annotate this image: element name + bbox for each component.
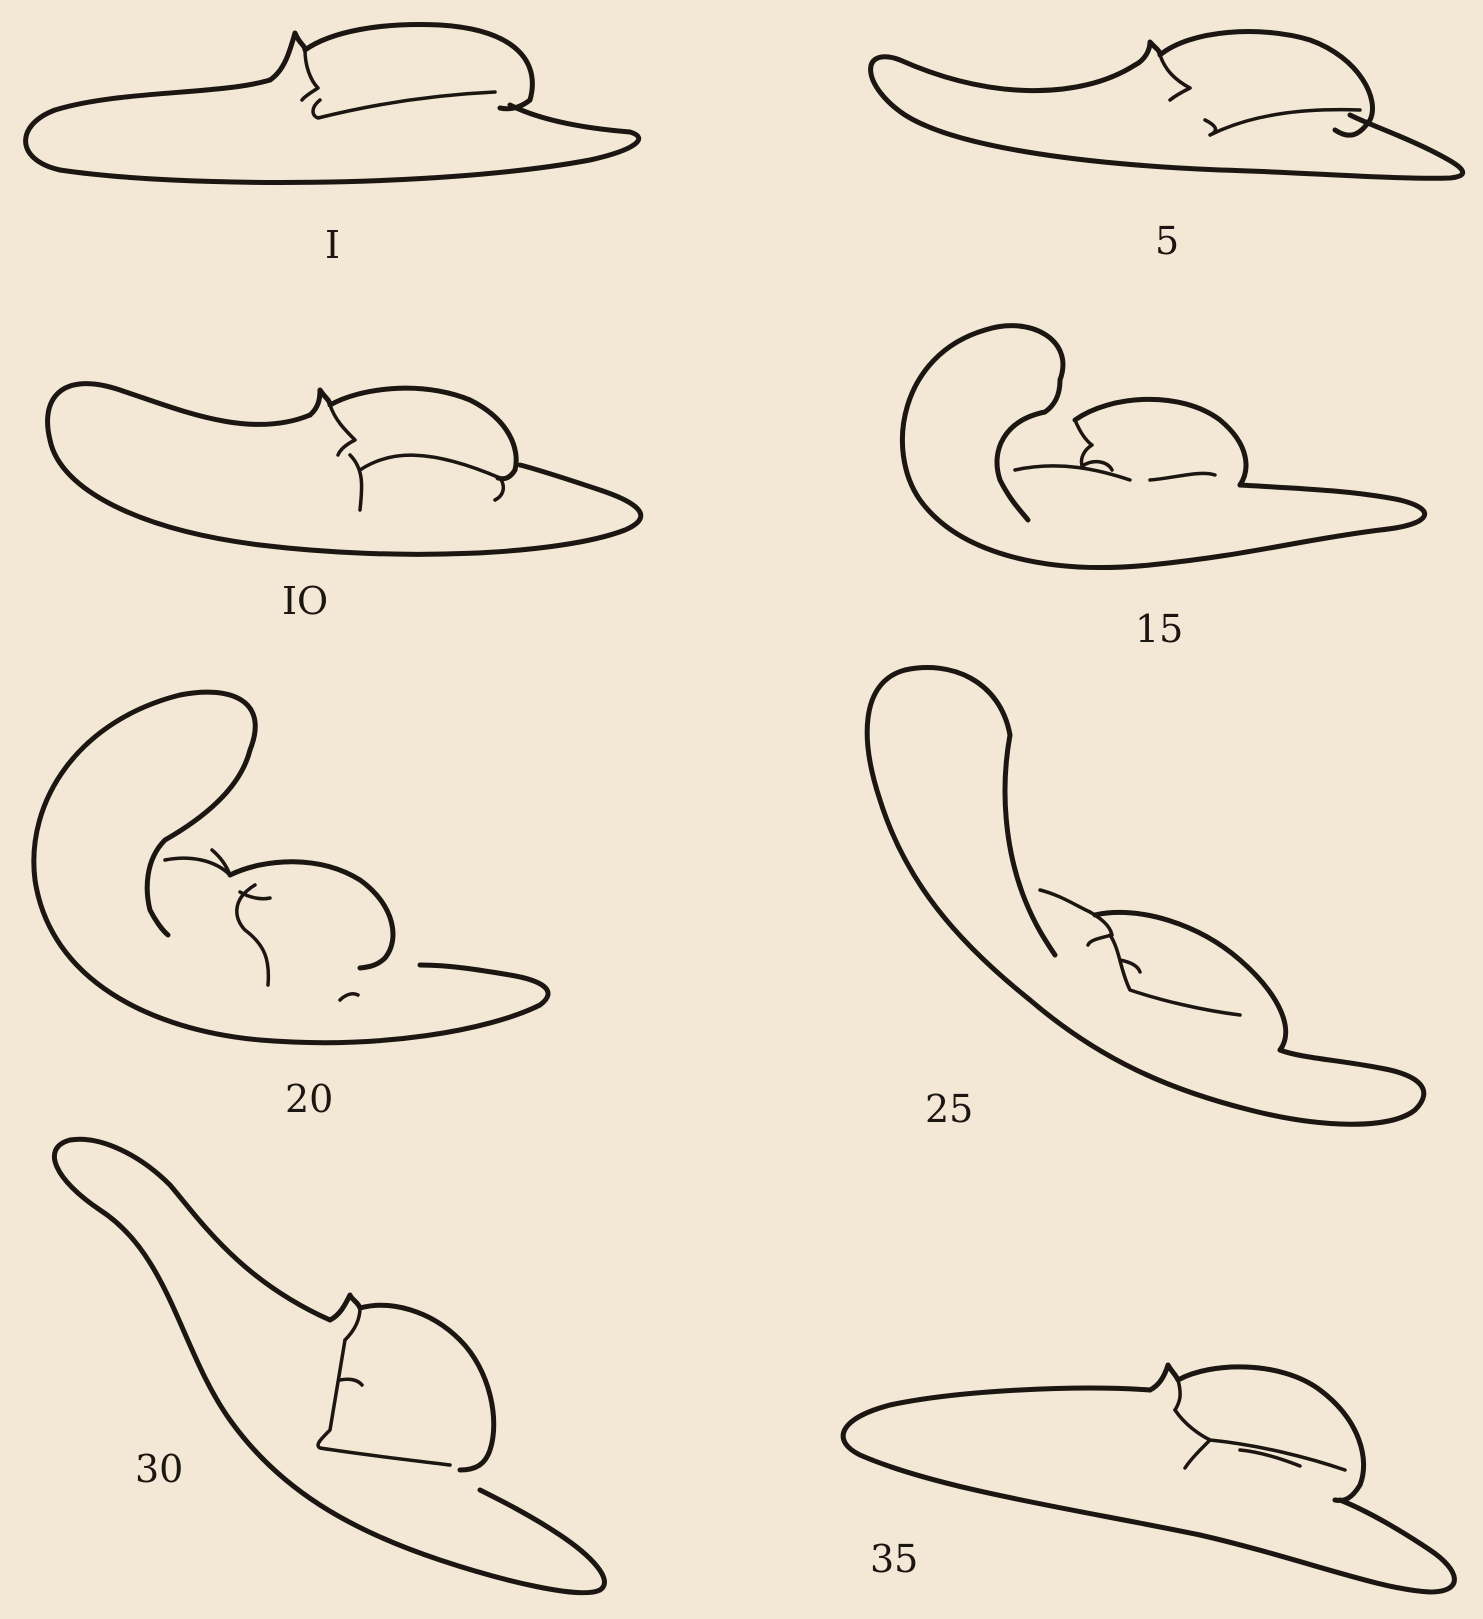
figure-label-20: 20 — [285, 1080, 333, 1118]
figure-label-5: 5 — [1155, 222, 1179, 260]
figure-30-cap-outline — [330, 1295, 494, 1470]
figure-30-drawing — [54, 1139, 604, 1592]
figure-1-body-outline — [26, 80, 639, 182]
figure-10-body-outline — [48, 384, 641, 555]
figure-5-drawing — [871, 32, 1463, 179]
figure-25-body-outline — [867, 668, 1424, 1125]
figure-5-body-outline — [871, 57, 1463, 179]
figure-25-cap-inner — [1040, 890, 1240, 1015]
figure-30-cap-inner — [318, 1340, 450, 1465]
figure-15-cap-inner — [1015, 466, 1215, 480]
figure-35-cap-inner — [1175, 1410, 1345, 1470]
figure-35-drawing — [843, 1365, 1454, 1592]
figure-1-cap-outline — [270, 24, 532, 108]
figure-15-ridge-marks — [1075, 420, 1112, 470]
figure-label-35: 35 — [870, 1540, 918, 1578]
figure-25-drawing — [867, 668, 1424, 1125]
figure-10-cap-inner — [350, 455, 500, 510]
figure-10-ridge-marks — [330, 405, 503, 500]
figure-35-cap-outline — [1150, 1365, 1364, 1500]
figure-15-cap-outline — [997, 380, 1246, 520]
figure-20-cap-inner — [165, 858, 268, 985]
figure-15-drawing — [902, 326, 1424, 568]
figure-label-10: IO — [282, 582, 328, 620]
figure-label-25: 25 — [925, 1090, 973, 1128]
figure-30-body-outline — [54, 1139, 604, 1592]
figure-20-drawing — [34, 692, 548, 1043]
figure-label-30: 30 — [135, 1450, 183, 1488]
figure-label-15: 15 — [1135, 610, 1183, 648]
figure-1-ridge-marks — [302, 50, 318, 100]
figure-5-ridge-marks — [1160, 55, 1190, 100]
figure-15-body-outline — [902, 326, 1424, 568]
figure-1-drawing — [26, 24, 639, 182]
figure-20-body-outline — [34, 692, 548, 1043]
figure-label-1: I — [325, 226, 340, 264]
figure-1-cap-inner — [313, 92, 495, 118]
figure-35-body-outline — [843, 1388, 1454, 1592]
figure-10-cap-outline — [310, 388, 516, 479]
figure-10-drawing — [48, 384, 641, 555]
